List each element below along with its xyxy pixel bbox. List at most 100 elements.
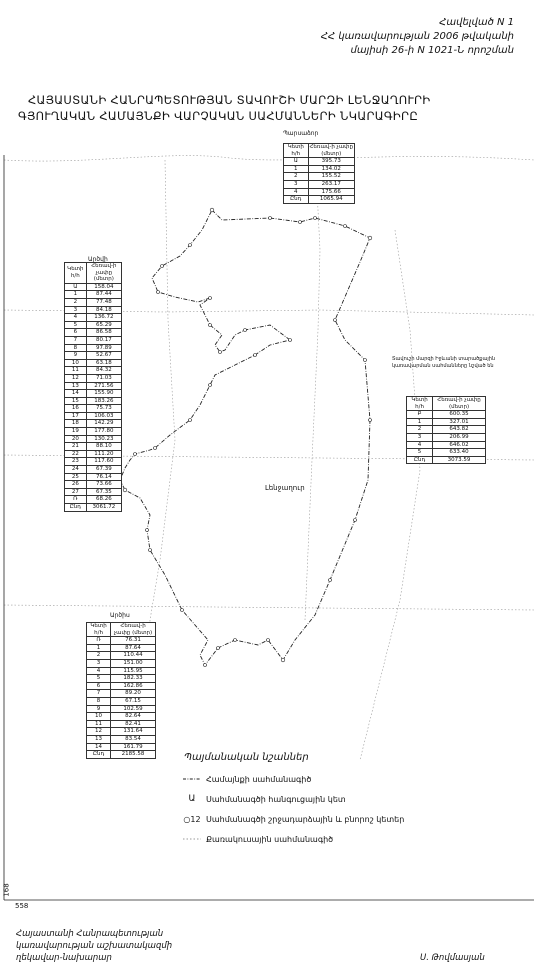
south-neighbor-label: Արծիս bbox=[110, 612, 130, 619]
table-cell: 67.15 bbox=[110, 696, 156, 706]
map-legend: Պայմանական նշաններ Համայնքի սահմանագիծ Ա… bbox=[178, 752, 408, 849]
table-cell: 4 bbox=[85, 666, 112, 676]
table-cell: 10 bbox=[85, 712, 112, 721]
table-cell: 63.18 bbox=[85, 358, 123, 368]
table-cell: 600.35 bbox=[432, 410, 486, 419]
table-cell: 106.03 bbox=[85, 411, 123, 421]
document-title: ՀԱՅԱՍՏԱՆԻ ՀԱՆՐԱՊԵՏՈՒԹՅԱՆ ՏԱՎՈՒՇԻ ՄԱՐԶԻ Լ… bbox=[18, 92, 518, 124]
table-cell: 162.86 bbox=[110, 681, 156, 691]
table-cell: 27 bbox=[64, 487, 87, 497]
table-cell: Բ bbox=[405, 410, 434, 419]
table-header-cell: Հեռավ-ի չափը (մետր) bbox=[307, 142, 355, 159]
table-cell: 87.64 bbox=[110, 643, 156, 653]
table-cell: 97.89 bbox=[85, 343, 123, 353]
table-cell: 80.17 bbox=[85, 335, 123, 345]
table-header-cell: Կետի հ/հ bbox=[85, 621, 112, 638]
table-cell: 271.56 bbox=[85, 381, 123, 391]
table-cell: 263.17 bbox=[307, 179, 355, 189]
table-cell: 5 bbox=[85, 674, 112, 683]
table-header-cell: Կետի հ/հ bbox=[283, 142, 309, 159]
table-cell: 20 bbox=[64, 434, 87, 444]
table-cell: 6 bbox=[85, 681, 112, 691]
table-cell: 73.66 bbox=[85, 480, 123, 489]
table-cell: 68.26 bbox=[85, 495, 123, 504]
table-cell: 3073.59 bbox=[432, 455, 486, 465]
table-cell: 9 bbox=[85, 704, 112, 714]
footer-line-3: ղեկավար-նախարար bbox=[16, 953, 112, 963]
table-cell: 12 bbox=[85, 727, 112, 736]
table-cell: 88.10 bbox=[85, 442, 123, 451]
table-header-cell: Կետի հ/հ bbox=[405, 395, 434, 412]
footer-line-2: կառավարության աշխատակազմի bbox=[16, 941, 173, 951]
table-cell: 25 bbox=[64, 472, 87, 482]
table-cell: 13 bbox=[85, 734, 112, 744]
boundary-points bbox=[122, 207, 373, 667]
footer-left: Հայաստանի Հանրապետության կառավարության ա… bbox=[16, 928, 172, 964]
table-cell: 82.64 bbox=[110, 712, 156, 721]
table-cell: 177.80 bbox=[85, 427, 123, 436]
table-cell: 151.00 bbox=[110, 658, 156, 668]
table-cell: 82.41 bbox=[110, 719, 156, 729]
table-cell: 158.04 bbox=[85, 282, 123, 292]
table-cell: 83.54 bbox=[110, 734, 156, 744]
table-cell: 206.99 bbox=[432, 432, 486, 442]
table-cell: 75.73 bbox=[85, 404, 123, 413]
node-symbol: Ա bbox=[188, 794, 196, 804]
table-cell: 9 bbox=[64, 351, 87, 360]
table-cell: 1065.94 bbox=[307, 195, 355, 204]
community-label: Լենջաղուր bbox=[265, 484, 305, 492]
table-cell: 11 bbox=[85, 719, 112, 729]
table-cell: 327.01 bbox=[432, 417, 486, 427]
table-cell: Ռ bbox=[64, 495, 87, 504]
table-header-cell: Հեռավ-ի չափը (մետր) bbox=[110, 621, 156, 638]
table-cell: 4 bbox=[64, 313, 87, 322]
footer-line-1: Հայաստանի Հանրապետության bbox=[16, 929, 164, 939]
table-cell: 646.02 bbox=[432, 440, 486, 450]
table-cell: 633.40 bbox=[432, 448, 486, 457]
table-cell: 130.23 bbox=[85, 434, 123, 444]
table-cell: 3 bbox=[64, 305, 87, 315]
table-cell: 1 bbox=[283, 164, 309, 174]
table-cell: 11 bbox=[64, 366, 87, 375]
legend-row: Քառակուսային սահմանագիծ bbox=[178, 829, 408, 849]
table-cell: 22 bbox=[64, 449, 87, 459]
table-cell: 5 bbox=[64, 320, 87, 330]
decree-header: Հավելված N 1 ՀՀ կառավարության 2006 թվակա… bbox=[321, 16, 514, 58]
table-header-cell: Հեռավ-ի չափը (մետր) bbox=[85, 262, 123, 284]
north-neighbor-label: Պարսաձոր bbox=[283, 130, 319, 137]
table-cell: 395.73 bbox=[307, 157, 355, 166]
footer-signature: Ս. Թովմասյան bbox=[420, 953, 485, 963]
table-cell: 111.20 bbox=[85, 449, 123, 459]
table-cell: 76.31 bbox=[110, 636, 156, 645]
legend-row: Համայնքի սահմանագիծ bbox=[178, 769, 408, 789]
table-cell: 3 bbox=[283, 179, 309, 189]
table-cell: 5 bbox=[405, 448, 434, 457]
